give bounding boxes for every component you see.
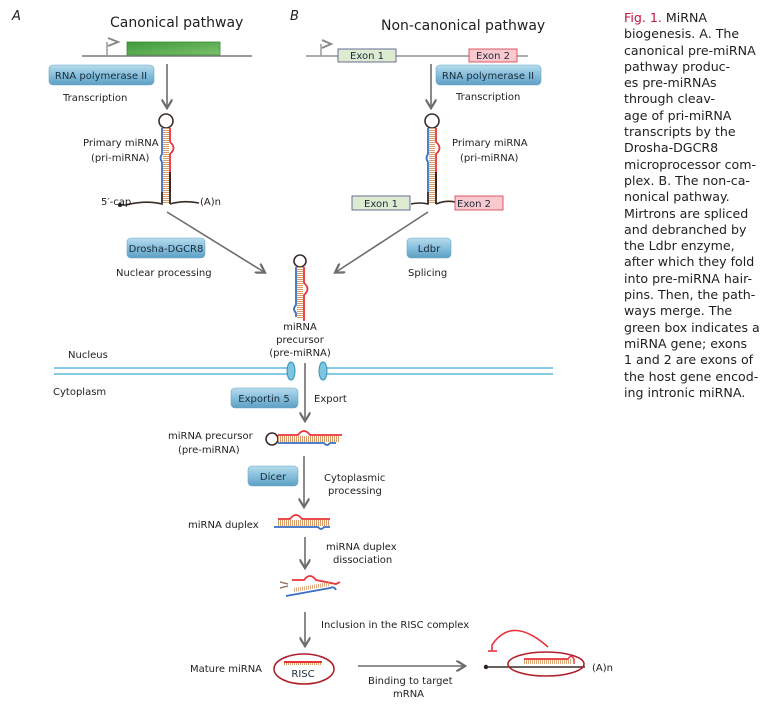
mature-mirna-label: Mature miRNA bbox=[190, 664, 262, 675]
pri-mirna-label-1-canonical: Primary miRNA bbox=[83, 138, 159, 149]
risc-inclusion-label: Inclusion in the RISC complex bbox=[321, 620, 469, 631]
pri-mirna-label-1-noncanonical: Primary miRNA bbox=[452, 138, 528, 149]
canonical-gene bbox=[82, 37, 252, 57]
ldbr-label: Ldbr bbox=[418, 244, 441, 255]
exon1-label: Exon 1 bbox=[350, 51, 384, 62]
drosha-label: Drosha-DGCR8 bbox=[129, 244, 204, 255]
nuclear-membrane bbox=[54, 361, 553, 381]
cytoplasm-label: Cytoplasm bbox=[53, 387, 106, 398]
cyto-pre-mirna-label-2: (pre-miRNA) bbox=[178, 445, 240, 456]
repression-arc-icon bbox=[491, 629, 549, 651]
caption-text: MiRNA biogenesis. A. The canonical pre-m… bbox=[624, 10, 760, 400]
arrow-nuclear-processing bbox=[166, 211, 264, 272]
noncanonical-gene: Exon 1 Exon 2 bbox=[306, 39, 528, 63]
pri-mirna-label-2-canonical: (pri-miRNA) bbox=[91, 153, 150, 164]
exportin5-label: Exportin 5 bbox=[238, 394, 289, 405]
mirna-gene-box bbox=[126, 41, 221, 56]
nuclear-pore-left bbox=[286, 361, 296, 381]
exon2-label: Exon 2 bbox=[476, 51, 510, 62]
dissociating-duplex bbox=[279, 575, 341, 597]
panel-b-letter: B bbox=[290, 9, 299, 24]
rna-polymerase-label: RNA polymerase II bbox=[442, 71, 534, 82]
cytoplasmic-processing-label-1: Cytoplasmic bbox=[324, 473, 385, 484]
exon2-box bbox=[468, 48, 518, 63]
nuclear-processing-label: Nuclear processing bbox=[116, 268, 212, 279]
pri-mirna-hairpin-canonical bbox=[118, 113, 200, 207]
splicing-label: Splicing bbox=[408, 268, 447, 279]
rna-polymerase-box-canonical: RNA polymerase II bbox=[48, 64, 155, 86]
pre-mirna-hairpin-nucleus bbox=[293, 254, 309, 321]
panel-a-letter: A bbox=[11, 9, 21, 24]
figure-number: Fig. 1. bbox=[624, 10, 662, 25]
binding-label-1: Binding to target bbox=[368, 676, 453, 687]
risc-label: RISC bbox=[291, 669, 314, 680]
promoter-flag-icon bbox=[320, 39, 334, 56]
export-label: Export bbox=[314, 394, 347, 405]
cytoplasmic-processing-label-2: processing bbox=[328, 486, 382, 497]
transcription-label-canonical: Transcription bbox=[62, 93, 127, 104]
mirna-duplex-label: miRNA duplex bbox=[188, 520, 259, 531]
exon2-label-transcript: Exon 2 bbox=[457, 199, 491, 210]
dissociation-label-1: miRNA duplex bbox=[326, 542, 397, 553]
pri-mirna-hairpin-noncanonical bbox=[410, 113, 456, 206]
risc-complex: RISC bbox=[273, 653, 335, 685]
dissociation-label-2: dissociation bbox=[333, 555, 392, 566]
exon2-box-transcript bbox=[454, 195, 504, 211]
pre-mirna-horizontal bbox=[265, 430, 342, 446]
exportin5-box: Exportin 5 bbox=[230, 387, 299, 409]
arrow-splicing bbox=[336, 211, 429, 272]
nucleus-label: Nucleus bbox=[68, 350, 108, 361]
cyto-pre-mirna-label-1: miRNA precursor bbox=[168, 431, 254, 442]
transcription-label-noncanonical: Transcription bbox=[455, 92, 520, 103]
five-prime-cap-label: 5′-cap bbox=[101, 197, 131, 208]
drosha-dgcr8-box: Drosha-DGCR8 bbox=[126, 237, 206, 259]
dicer-label: Dicer bbox=[260, 472, 287, 483]
nuclear-pore-right bbox=[318, 361, 328, 381]
binding-label-2: mRNA bbox=[393, 689, 424, 700]
exon1-box bbox=[337, 48, 397, 63]
panel-b-title: Non-canonical pathway bbox=[381, 18, 545, 34]
rna-polymerase-label: RNA polymerase II bbox=[55, 71, 147, 82]
mirna-duplex bbox=[274, 514, 330, 530]
polya-label-canonical: (A)n bbox=[200, 197, 221, 208]
panel-a-title: Canonical pathway bbox=[110, 15, 243, 31]
target-mrna bbox=[483, 629, 585, 677]
pri-mirna-label-2-noncanonical: (pri-miRNA) bbox=[460, 153, 519, 164]
dicer-box: Dicer bbox=[247, 465, 299, 487]
exon1-label-transcript: Exon 1 bbox=[364, 199, 398, 210]
target-polya-label: (A)n bbox=[592, 663, 613, 674]
figure-caption: Fig. 1. MiRNA biogenesis. A. The canonic… bbox=[624, 10, 779, 401]
pre-mirna-label-1: miRNA bbox=[283, 322, 317, 333]
exon1-box-transcript bbox=[351, 195, 411, 211]
promoter-flag-icon bbox=[106, 37, 121, 56]
rna-polymerase-box-noncanonical: RNA polymerase II bbox=[435, 64, 542, 86]
pre-mirna-label-3: (pre-miRNA) bbox=[269, 348, 331, 359]
pre-mirna-label-2: precursor bbox=[276, 335, 325, 346]
risc-bound bbox=[507, 651, 585, 677]
ldbr-box: Ldbr bbox=[406, 237, 452, 259]
